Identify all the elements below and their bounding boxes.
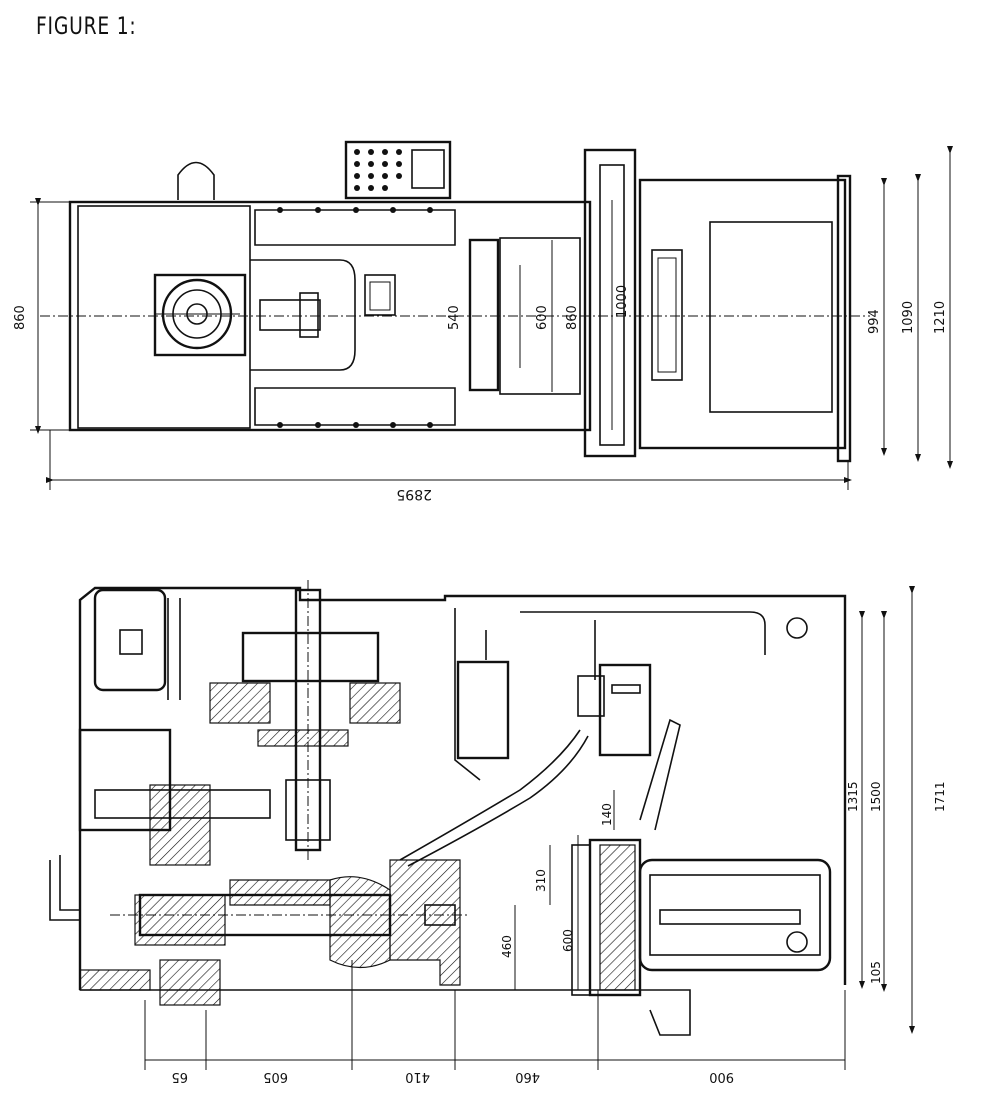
- dim-bottom-605: 605: [263, 1069, 288, 1084]
- dim-860-left: 860: [13, 305, 28, 330]
- crank-housing: [241, 631, 380, 683]
- cylinder: [638, 858, 832, 972]
- motor: [93, 588, 167, 692]
- dim-1090: 1090: [901, 301, 916, 334]
- dim-1500: 1500: [869, 781, 883, 812]
- valve-block: [598, 663, 652, 757]
- dim-310: 310: [534, 869, 548, 892]
- plan-view: 2895 860 540 600 860 1000 994 1090 1210: [13, 140, 953, 502]
- dim-460-side: 460: [500, 935, 514, 958]
- dim-2895: 2895: [396, 486, 432, 502]
- tank-dome: [177, 161, 215, 200]
- fixed-platen: [583, 148, 637, 458]
- dim-860-inner: 860: [565, 305, 580, 330]
- figure-title: FIGURE 1:: [36, 12, 137, 40]
- machine-frame: [78, 586, 847, 990]
- dim-105: 105: [869, 961, 883, 984]
- dim-1210: 1210: [933, 301, 948, 334]
- keypad: [354, 149, 402, 191]
- elevation-view: 140 310 460 600 1315 1500 1711 105 65 60…: [49, 580, 947, 1084]
- dim-994: 994: [867, 309, 882, 334]
- control-panel: [344, 140, 452, 200]
- flywheel-housing: [153, 273, 247, 357]
- dim-600-side: 600: [561, 929, 575, 952]
- dim-1711: 1711: [933, 781, 947, 812]
- dim-bottom-65: 65: [171, 1069, 188, 1084]
- dim-600-top: 600: [535, 305, 550, 330]
- die-block: [709, 221, 833, 413]
- dim-540: 540: [447, 305, 462, 330]
- dim-bottom-410: 410: [405, 1069, 430, 1084]
- dim-1000: 1000: [615, 285, 630, 318]
- dim-1315: 1315: [846, 781, 860, 812]
- oil-tank: [456, 660, 510, 760]
- dim-140: 140: [600, 803, 614, 826]
- moving-platen: [468, 238, 500, 392]
- dim-bottom-900: 900: [709, 1069, 734, 1084]
- motor-block: [77, 205, 251, 429]
- dim-bottom-460: 460: [515, 1069, 540, 1084]
